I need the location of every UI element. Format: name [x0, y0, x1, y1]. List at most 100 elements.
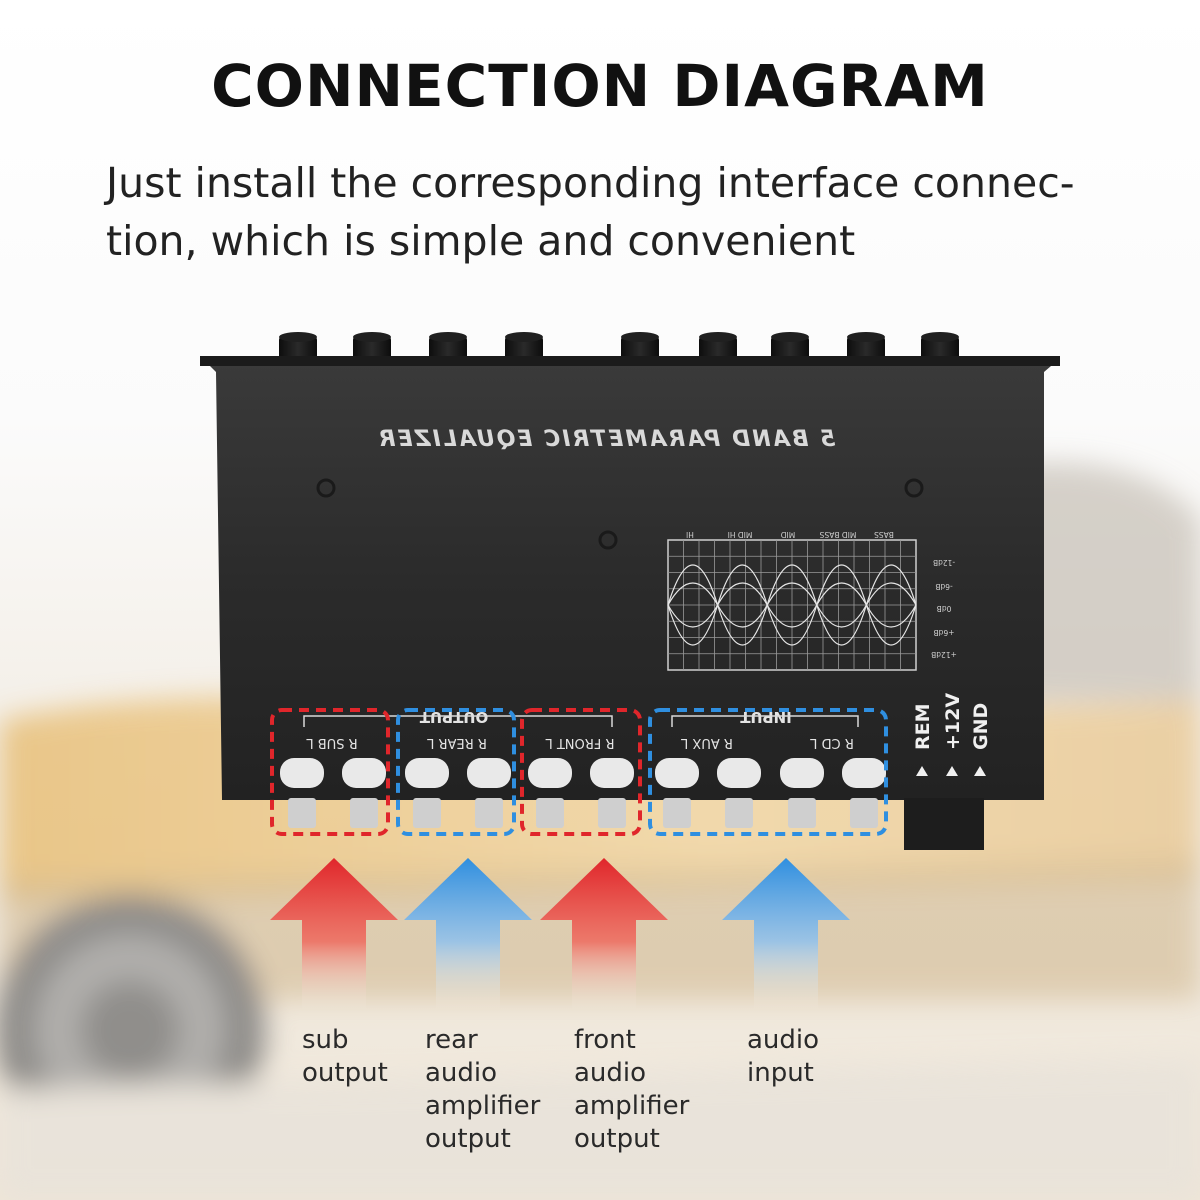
callout-arrows: [270, 858, 850, 1010]
eq-curve: [766, 604, 818, 628]
output-group-label: OUTPUT: [419, 708, 488, 726]
eq-level-label: -12dB: [933, 558, 955, 567]
red-up-arrow-icon: [540, 858, 668, 1010]
eq-curve: [865, 564, 917, 606]
knob[interactable]: [353, 332, 391, 362]
knob[interactable]: [505, 332, 543, 362]
device-top-edge: [200, 356, 1060, 366]
eq-level-label: -6dB: [935, 582, 952, 591]
rca-jack-ring[interactable]: [780, 758, 824, 788]
knob[interactable]: [429, 332, 467, 362]
knob-row: [279, 332, 959, 362]
label-line: output: [574, 1124, 660, 1154]
page-subtitle: Just install the corresponding interface…: [106, 154, 1146, 270]
device-brand-text: 5 BAND PARAMETRIC EQUALIZER: [377, 427, 836, 452]
eq-curve: [766, 604, 818, 646]
screw-right: [904, 478, 924, 498]
rca-jack-ring[interactable]: [717, 758, 761, 788]
eq-curve: [667, 582, 719, 606]
screw-mid: [598, 530, 618, 550]
rca-jack-ring[interactable]: [342, 758, 386, 788]
input-group-label: INPUT: [739, 708, 791, 726]
power-arrow-icon: [916, 766, 928, 776]
eq-curve: [717, 604, 768, 646]
power-arrow-icon: [946, 766, 958, 776]
rca-connector[interactable]: [725, 798, 753, 828]
rca-jack-ring[interactable]: [590, 758, 634, 788]
rca-jack-ring[interactable]: [280, 758, 324, 788]
rca-connector[interactable]: [598, 798, 626, 828]
rca-jack-ring[interactable]: [528, 758, 572, 788]
rca-jack-ring[interactable]: [467, 758, 511, 788]
eq-curve: [717, 564, 768, 606]
eq-curve: [667, 604, 719, 628]
rca-connector[interactable]: [536, 798, 564, 828]
rca-connector[interactable]: [413, 798, 441, 828]
power-label: GND: [970, 703, 992, 750]
front-output-box: [520, 708, 642, 836]
rca-connector[interactable]: [475, 798, 503, 828]
knob[interactable]: [921, 332, 959, 362]
rca-jack-ring[interactable]: [655, 758, 699, 788]
eq-level-label: +12dB: [931, 650, 957, 659]
label-line: audio: [574, 1058, 647, 1088]
rca-connector[interactable]: [850, 798, 878, 828]
eq-band-label: MID HI: [728, 530, 753, 539]
audio-input-box: [648, 708, 888, 836]
rca-connector[interactable]: [663, 798, 691, 828]
knob[interactable]: [699, 332, 737, 362]
eq-curve: [717, 582, 768, 606]
port-group-label: R AUX L: [680, 735, 733, 750]
port-group-label: R FRONT L: [545, 735, 615, 750]
port-group-label: R CD L: [809, 735, 853, 750]
red-up-arrow-icon: [270, 858, 398, 1010]
eq-curve: [816, 604, 867, 628]
knob[interactable]: [279, 332, 317, 362]
label-line: rear: [425, 1025, 478, 1055]
sub-output-box: [270, 708, 390, 836]
eq-curve: [766, 564, 818, 606]
eq-curve: [816, 604, 867, 646]
rca-connector[interactable]: [788, 798, 816, 828]
knob[interactable]: [847, 332, 885, 362]
eq-level-label: +6dB: [934, 628, 955, 637]
subtitle-line-1: Just install the corresponding interface…: [106, 159, 1075, 207]
eq-curve: [865, 604, 917, 628]
label-line: output: [425, 1124, 511, 1154]
output-bracket: [303, 715, 613, 727]
port-group-label: R REAR L: [426, 735, 486, 750]
blue-up-arrow-icon: [722, 858, 850, 1010]
rca-connector[interactable]: [288, 798, 316, 828]
eq-curve: [667, 564, 719, 606]
power-arrow-icon: [974, 766, 986, 776]
blue-up-arrow-icon: [404, 858, 532, 1010]
eq-curve: [717, 604, 768, 628]
eq-band-label: MID BASS: [819, 530, 856, 539]
label-line: front: [574, 1025, 636, 1055]
eq-curve: [816, 564, 867, 606]
eq-curve: [865, 582, 917, 606]
label-line: input: [747, 1058, 814, 1088]
rear-output-box: [396, 708, 516, 836]
rca-jack-ring[interactable]: [405, 758, 449, 788]
label-line: audio: [747, 1025, 820, 1055]
knob[interactable]: [621, 332, 659, 362]
label-line: output: [302, 1058, 388, 1088]
screw-left: [316, 478, 336, 498]
input-bracket: [671, 715, 859, 727]
eq-curve: [766, 582, 818, 606]
label-line: sub: [302, 1025, 349, 1055]
rca-jack-ring[interactable]: [842, 758, 886, 788]
highlight-boxes: [270, 708, 888, 836]
rca-connector[interactable]: [350, 798, 378, 828]
page-title: CONNECTION DIAGRAM: [211, 52, 989, 120]
knob[interactable]: [771, 332, 809, 362]
port-group-label: R SUB L: [306, 735, 358, 750]
power-terminal: [904, 798, 984, 850]
